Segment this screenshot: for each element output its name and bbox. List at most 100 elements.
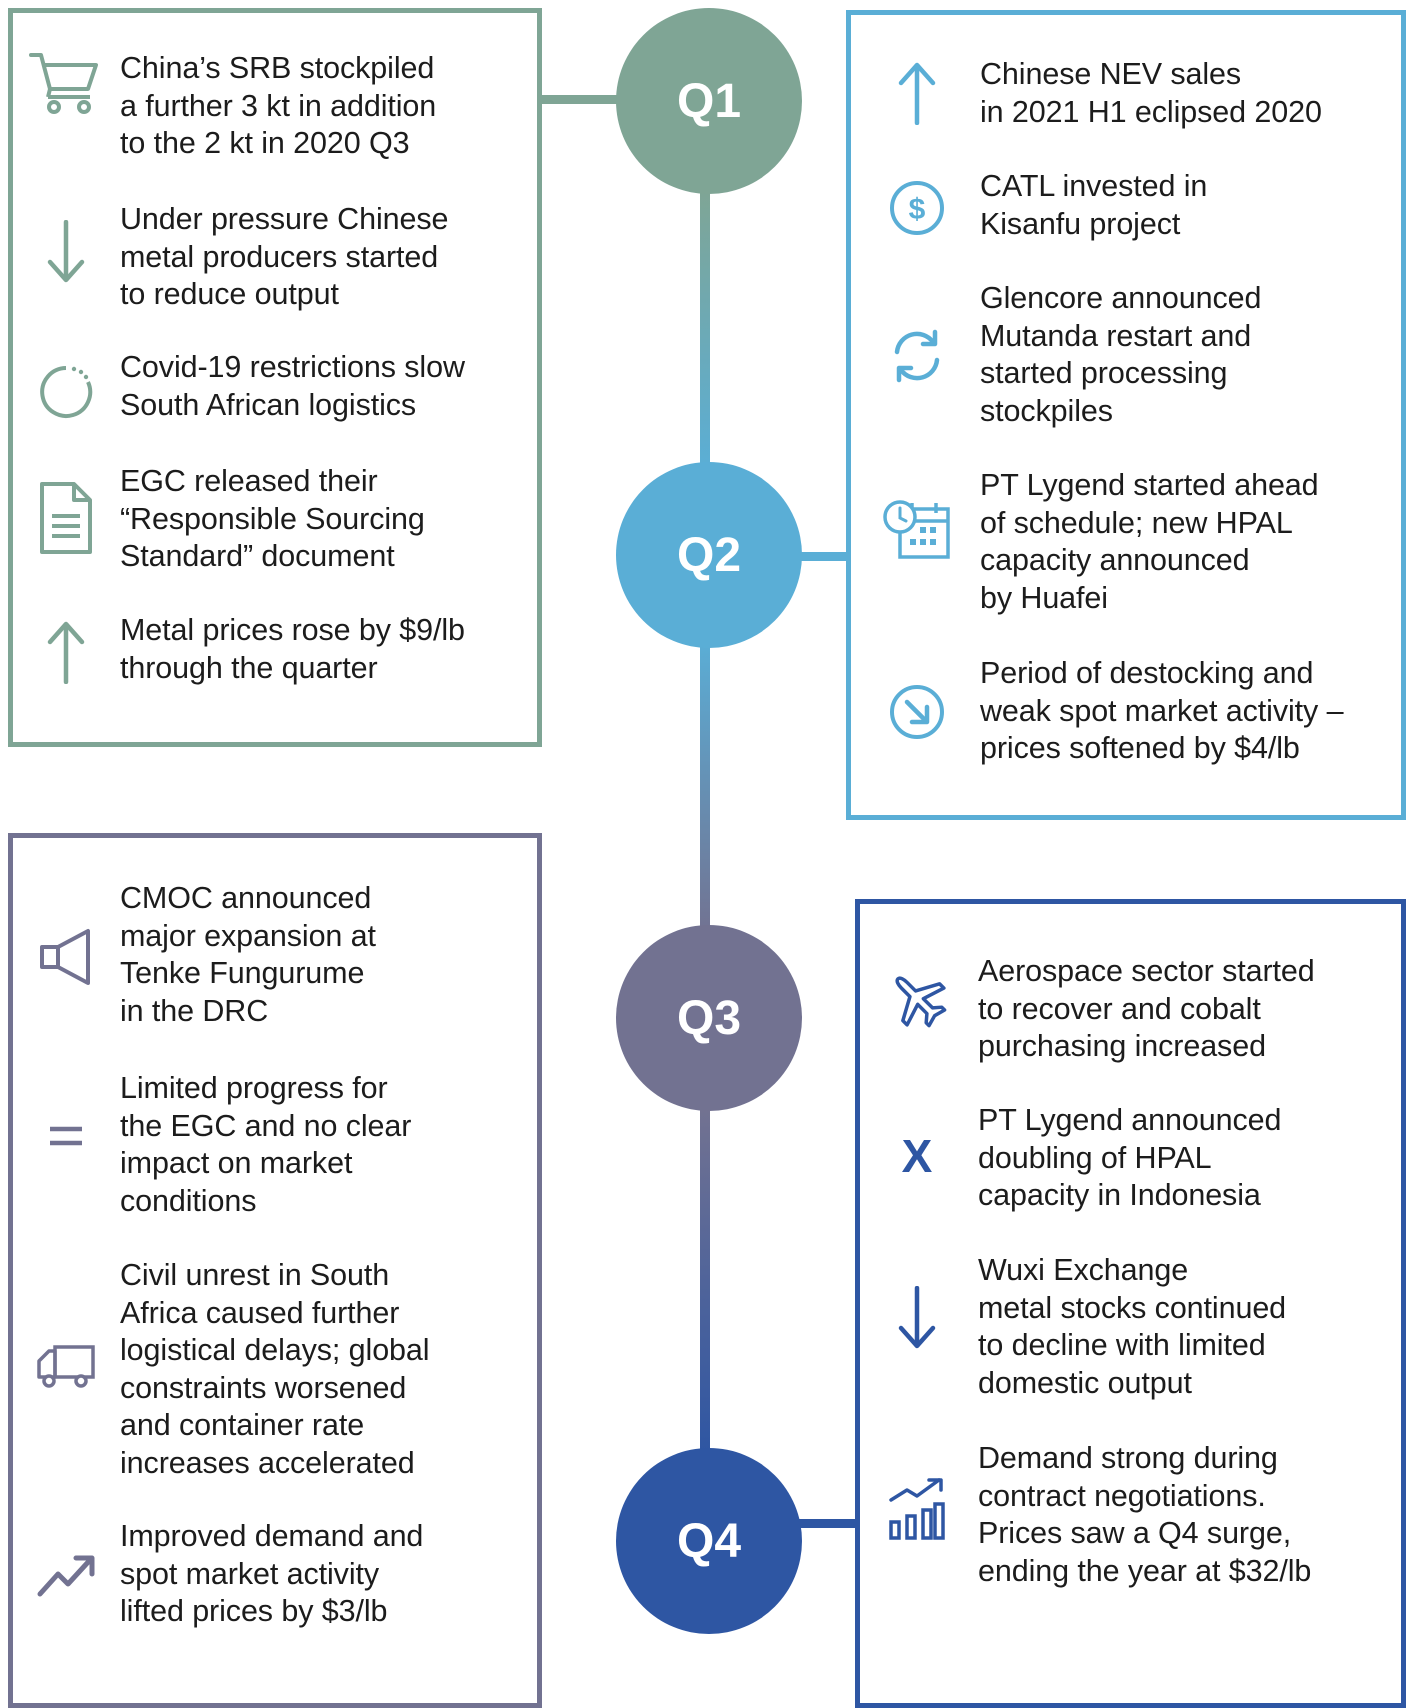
calendar-clock-icon [882,499,952,561]
spine-segment-q2-q3 [700,640,710,935]
svg-text:X: X [902,1136,933,1176]
q1-item-line: metal producers started [120,239,439,274]
truck-icon [35,1343,97,1389]
q2-item-line: stockpiles [980,393,1113,428]
document-icon [38,480,94,556]
q2-item-line: PT Lygend started ahead [980,468,1319,502]
q3-item-line: in the DRC [120,993,269,1028]
q1-item-line: to the 2 kt in 2020 Q3 [120,126,410,160]
q2-circle: Q2 [616,462,802,648]
q4-box [855,899,1406,1708]
megaphone-icon [38,927,94,987]
arrow-up-icon [46,620,86,684]
q1-item-line: a further 3 kt in addition [120,88,437,123]
q2-item-line: CATL invested in [980,169,1208,203]
q4-item-line: PT Lygend announced [978,1103,1282,1137]
q2-item-line: capacity announced [980,543,1250,577]
q3-item-line: impact on market [120,1146,353,1180]
q2-item-line: Chinese NEV sales [980,57,1242,91]
q4-item-line: Prices saw a Q4 surge, [978,1516,1292,1550]
q1-circle: Q1 [616,8,802,194]
q2-item-line: weak spot market activity – [980,693,1344,728]
q3-item-line: Tenke Fungurume [120,956,365,990]
q3-item-line: Civil unrest in South [120,1258,390,1292]
arrow-down-right-circle-icon [887,682,947,742]
q1-item-line: Under pressure Chinese [120,202,449,236]
x-icon: X [897,1136,937,1176]
q1-item-line: through the quarter [120,650,378,685]
arrow-down-icon [46,220,86,284]
q4-item-line: domestic output [978,1365,1192,1400]
q4-item-line: to decline with limited [978,1328,1266,1362]
q2-item-line: Period of destocking and [980,656,1314,690]
cart-icon [28,49,104,115]
q1-box [8,8,542,747]
q2-item-line: prices softened by $4/lb [980,731,1300,765]
airplane-icon [887,968,947,1028]
q3-item-line: increases accelerated [120,1445,415,1480]
q4-item-line: to recover and cobalt [978,991,1261,1026]
q2-box [846,10,1406,820]
q4-item-line: Aerospace sector started [978,954,1315,988]
q4-circle: Q4 [616,1448,802,1634]
q1-item-line: “Responsible Sourcing [120,501,425,536]
q1-item-line: Covid-19 restrictions slow [120,350,465,384]
trend-up-icon [36,1552,96,1598]
refresh-icon [889,328,945,384]
bar-chart-growth-icon [887,1476,947,1542]
q3-item-line: Africa caused further [120,1295,400,1330]
q3-item-line: conditions [120,1183,257,1218]
q3-item-line: Improved demand and [120,1519,424,1553]
q2-item-line: Glencore announced [980,281,1262,315]
connector-q2 [795,552,850,561]
q3-item-line: Limited progress for [120,1071,388,1105]
q4-item-line: purchasing increased [978,1029,1266,1063]
q2-item-line: in 2021 H1 eclipsed 2020 [980,94,1322,129]
q3-item-line: CMOC announced [120,881,372,915]
q4-item-line: Demand strong during [978,1441,1278,1475]
q3-item-line: major expansion at [120,918,376,953]
equals-icon [48,1124,84,1148]
q4-item-line: doubling of HPAL [978,1140,1212,1175]
q2-item-line: by Huafei [980,580,1108,615]
arrow-down-icon [897,1286,937,1350]
q1-item-line: China’s SRB stockpiled [120,51,435,85]
q3-item-line: spot market activity [120,1556,380,1591]
q2-item-line: started processing [980,356,1228,390]
connector-q1 [538,95,638,104]
q1-item-line: Standard” document [120,539,395,573]
spine-segment-q3-q4 [700,1110,710,1455]
spine-segment-q1-q2 [700,190,710,470]
q4-item-line: capacity in Indonesia [978,1178,1261,1212]
q3-item-line: lifted prices by $3/lb [120,1594,388,1628]
q4-item-line: metal stocks continued [978,1290,1287,1325]
q3-item-line: logistical delays; global [120,1333,430,1367]
svg-text:$: $ [909,193,926,226]
q3-box [8,833,542,1708]
q3-circle: Q3 [616,925,802,1111]
q4-item-line: ending the year at $32/lb [978,1553,1312,1588]
q4-item-line: contract negotiations. [978,1478,1266,1513]
loading-circle-icon [36,362,96,422]
q3-item-line: constraints worsened [120,1370,407,1405]
arrow-up-icon [897,61,937,125]
q1-item-line: to reduce output [120,277,339,311]
